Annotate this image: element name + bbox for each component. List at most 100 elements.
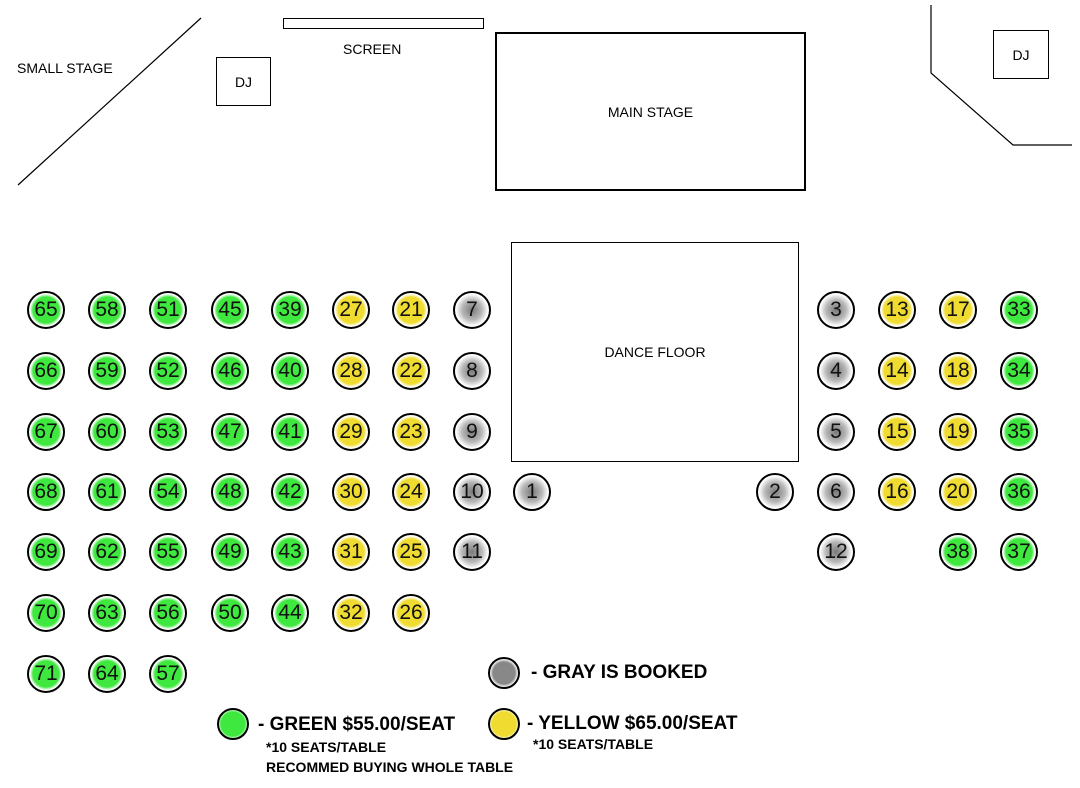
legend-gray-label: - GRAY IS BOOKED <box>531 662 708 683</box>
table-62[interactable]: 62 <box>88 533 126 571</box>
screen <box>283 18 484 29</box>
table-64[interactable]: 64 <box>88 655 126 693</box>
table-39[interactable]: 39 <box>271 291 309 329</box>
table-8[interactable]: 8 <box>453 352 491 390</box>
dj-left-label: DJ <box>234 73 253 90</box>
table-number: 20 <box>946 480 970 503</box>
table-25[interactable]: 25 <box>392 533 430 571</box>
table-number: 10 <box>460 480 484 503</box>
table-37[interactable]: 37 <box>1000 533 1038 571</box>
table-9[interactable]: 9 <box>453 413 491 451</box>
table-number: 31 <box>339 540 363 563</box>
table-49[interactable]: 49 <box>211 533 249 571</box>
table-58[interactable]: 58 <box>88 291 126 329</box>
dance-floor-label: DANCE FLOOR <box>604 344 706 360</box>
table-44[interactable]: 44 <box>271 594 309 632</box>
table-31[interactable]: 31 <box>332 533 370 571</box>
table-66[interactable]: 66 <box>27 352 65 390</box>
table-70[interactable]: 70 <box>27 594 65 632</box>
table-46[interactable]: 46 <box>211 352 249 390</box>
table-21[interactable]: 21 <box>392 291 430 329</box>
table-13[interactable]: 13 <box>878 291 916 329</box>
table-number: 59 <box>95 359 119 382</box>
table-number: 55 <box>156 540 180 563</box>
table-24[interactable]: 24 <box>392 473 430 511</box>
table-71[interactable]: 71 <box>27 655 65 693</box>
table-number: 48 <box>218 480 242 503</box>
table-47[interactable]: 47 <box>211 413 249 451</box>
table-59[interactable]: 59 <box>88 352 126 390</box>
table-number: 17 <box>946 298 970 321</box>
table-26[interactable]: 26 <box>392 594 430 632</box>
table-number: 61 <box>95 480 119 503</box>
table-16[interactable]: 16 <box>878 473 916 511</box>
table-4[interactable]: 4 <box>817 352 855 390</box>
table-6[interactable]: 6 <box>817 473 855 511</box>
table-36[interactable]: 36 <box>1000 473 1038 511</box>
table-number: 35 <box>1007 420 1031 443</box>
table-35[interactable]: 35 <box>1000 413 1038 451</box>
table-12[interactable]: 12 <box>817 533 855 571</box>
table-5[interactable]: 5 <box>817 413 855 451</box>
main-stage: MAIN STAGE <box>495 32 806 191</box>
table-45[interactable]: 45 <box>211 291 249 329</box>
table-number: 5 <box>830 420 842 443</box>
table-19[interactable]: 19 <box>939 413 977 451</box>
table-17[interactable]: 17 <box>939 291 977 329</box>
table-53[interactable]: 53 <box>149 413 187 451</box>
table-60[interactable]: 60 <box>88 413 126 451</box>
table-61[interactable]: 61 <box>88 473 126 511</box>
table-15[interactable]: 15 <box>878 413 916 451</box>
table-18[interactable]: 18 <box>939 352 977 390</box>
table-20[interactable]: 20 <box>939 473 977 511</box>
table-48[interactable]: 48 <box>211 473 249 511</box>
table-3[interactable]: 3 <box>817 291 855 329</box>
table-number: 9 <box>466 420 478 443</box>
table-11[interactable]: 11 <box>453 533 491 571</box>
table-34[interactable]: 34 <box>1000 352 1038 390</box>
table-57[interactable]: 57 <box>149 655 187 693</box>
table-40[interactable]: 40 <box>271 352 309 390</box>
table-32[interactable]: 32 <box>332 594 370 632</box>
table-2[interactable]: 2 <box>756 473 794 511</box>
table-28[interactable]: 28 <box>332 352 370 390</box>
table-number: 46 <box>218 359 242 382</box>
table-number: 53 <box>156 420 180 443</box>
table-number: 32 <box>339 601 363 624</box>
dj-right-label: DJ <box>1012 46 1030 63</box>
table-43[interactable]: 43 <box>271 533 309 571</box>
table-29[interactable]: 29 <box>332 413 370 451</box>
table-number: 64 <box>95 662 119 685</box>
table-52[interactable]: 52 <box>149 352 187 390</box>
table-56[interactable]: 56 <box>149 594 187 632</box>
table-63[interactable]: 63 <box>88 594 126 632</box>
table-41[interactable]: 41 <box>271 413 309 451</box>
table-51[interactable]: 51 <box>149 291 187 329</box>
table-23[interactable]: 23 <box>392 413 430 451</box>
table-33[interactable]: 33 <box>1000 291 1038 329</box>
table-14[interactable]: 14 <box>878 352 916 390</box>
table-number: 37 <box>1007 540 1031 563</box>
table-number: 67 <box>34 420 58 443</box>
table-7[interactable]: 7 <box>453 291 491 329</box>
table-number: 7 <box>466 298 478 321</box>
table-number: 33 <box>1007 298 1031 321</box>
table-number: 54 <box>156 480 180 503</box>
table-65[interactable]: 65 <box>27 291 65 329</box>
table-22[interactable]: 22 <box>392 352 430 390</box>
table-69[interactable]: 69 <box>27 533 65 571</box>
table-67[interactable]: 67 <box>27 413 65 451</box>
table-54[interactable]: 54 <box>149 473 187 511</box>
table-50[interactable]: 50 <box>211 594 249 632</box>
screen-label: SCREEN <box>343 41 402 57</box>
table-1[interactable]: 1 <box>513 473 551 511</box>
table-27[interactable]: 27 <box>332 291 370 329</box>
table-38[interactable]: 38 <box>939 533 977 571</box>
table-10[interactable]: 10 <box>453 473 491 511</box>
table-number: 70 <box>34 601 58 624</box>
table-55[interactable]: 55 <box>149 533 187 571</box>
table-42[interactable]: 42 <box>271 473 309 511</box>
table-68[interactable]: 68 <box>27 473 65 511</box>
table-30[interactable]: 30 <box>332 473 370 511</box>
